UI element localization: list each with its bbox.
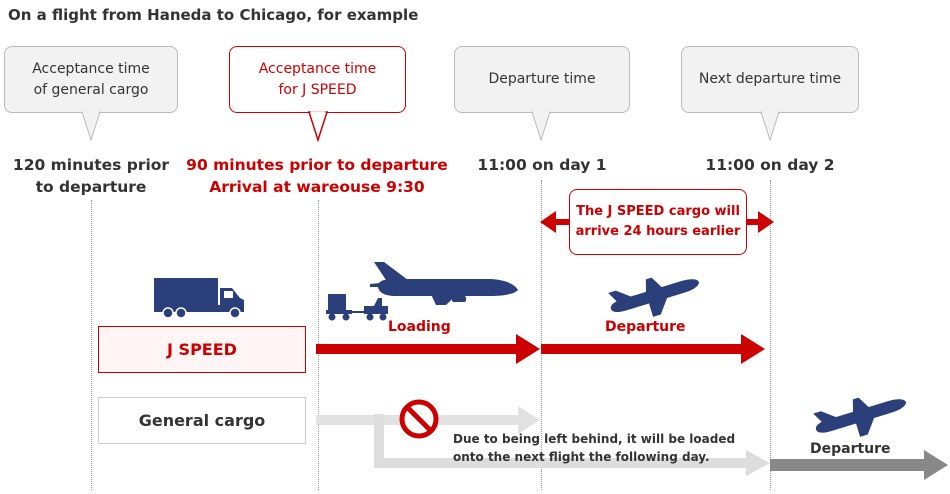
note-line: onto the next flight the following day. — [453, 450, 710, 464]
callout-line: arrive 24 hours earlier — [575, 224, 741, 239]
arrow-departure-red — [541, 334, 765, 364]
time-label-day2: 11:00 on day 2 — [690, 154, 850, 176]
bubble-tail — [81, 111, 101, 142]
truck-icon — [154, 278, 244, 319]
bubble-jspeed-acceptance: Acceptance time for J SPEED — [229, 46, 406, 113]
bubble-line: Departure time — [488, 71, 596, 87]
page-heading: On a flight from Haneda to Chicago, for … — [8, 6, 419, 24]
time-line: 90 minutes prior to departure — [186, 156, 448, 174]
label-departure-red: Departure — [605, 319, 686, 335]
airplane-takeoff-icon — [813, 397, 906, 437]
time-label-day1: 11:00 on day 1 — [462, 154, 622, 176]
time-label-general: 120 minutes prior to departure — [1, 154, 181, 198]
bubble-line: Next departure time — [698, 71, 842, 87]
arrow-departure-gray — [770, 450, 948, 480]
guide-line-day2 — [770, 180, 771, 490]
row-jspeed-box: J SPEED — [98, 326, 306, 373]
guide-line-general — [91, 200, 92, 490]
time-line: 11:00 on day 2 — [705, 156, 835, 174]
bubble-departure: Departure time — [454, 46, 630, 113]
label-departure-gray: Departure — [810, 441, 891, 457]
bubble-tail — [307, 111, 329, 143]
time-line: Arrival at wareouse 9:30 — [209, 178, 425, 196]
bubble-line: for J SPEED — [278, 81, 357, 98]
label-loading: Loading — [388, 319, 451, 335]
bubble-tail — [760, 111, 780, 142]
row-general-box: General cargo — [98, 397, 306, 444]
guide-line-day1 — [541, 180, 542, 490]
bubble-general-acceptance: Acceptance time of general cargo — [4, 46, 178, 113]
bubble-next-departure: Next departure time — [681, 46, 859, 113]
bubble-line: Acceptance time — [32, 60, 150, 77]
time-label-jspeed: 90 minutes prior to departure Arrival at… — [180, 154, 454, 198]
callout-line: The J SPEED cargo will — [576, 204, 740, 219]
time-line: 120 minutes prior — [12, 156, 170, 174]
bubble-line: Acceptance time — [258, 60, 377, 77]
airplane-icon — [370, 262, 518, 305]
tug-cart-icon — [326, 294, 388, 321]
note-line: Due to being left behind, it will be loa… — [453, 432, 736, 446]
time-line: to departure — [35, 178, 147, 196]
callout-24-hours: The J SPEED cargo will arrive 24 hours e… — [569, 189, 747, 255]
time-line: 11:00 on day 1 — [477, 156, 607, 174]
no-entry-icon — [399, 399, 439, 439]
arrow-loading — [316, 334, 540, 364]
bubble-line: of general cargo — [33, 81, 149, 98]
bubble-tail — [531, 111, 551, 142]
airplane-takeoff-icon — [608, 277, 699, 317]
note-left-behind: Due to being left behind, it will be loa… — [453, 430, 735, 466]
arrow-next-day — [374, 414, 770, 476]
